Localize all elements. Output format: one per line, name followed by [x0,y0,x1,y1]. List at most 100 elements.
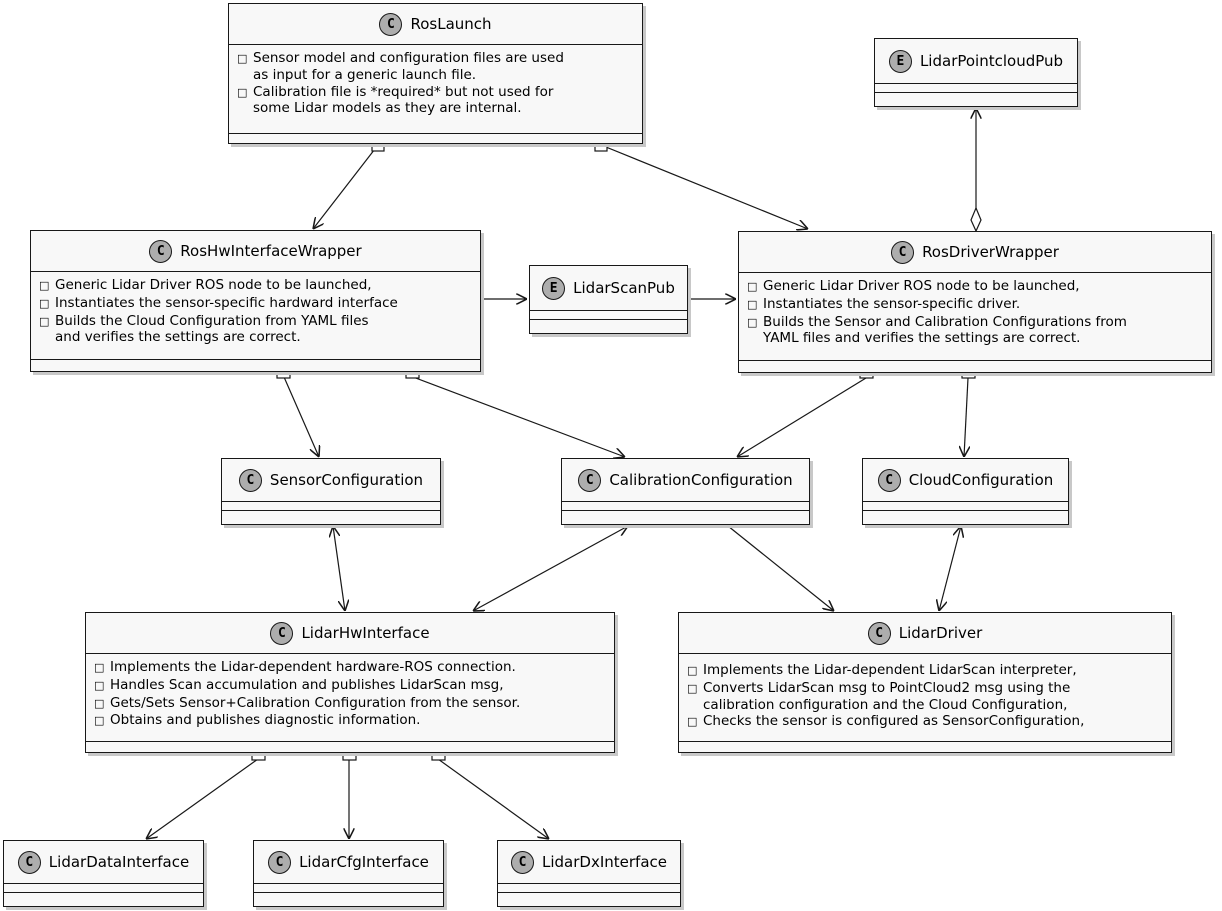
class-roslaunch: C RosLaunch Sensor model and configurati… [228,3,643,144]
empty-compartment [498,884,680,892]
class-name: CalibrationConfiguration [609,471,793,489]
note-text: Sensor model and configuration files are… [253,50,564,83]
empty-compartment [222,502,440,510]
separator [229,133,642,134]
separator [679,653,1171,654]
class-name: RosLaunch [410,15,492,33]
note-text: Handles Scan accumulation and publishes … [110,676,504,693]
note-text: Converts LidarScan msg to PointCloud2 ms… [703,679,1071,713]
class-lidarpointcloudpub: E LidarPointcloudPub [874,38,1078,107]
class-roshwinterfacewrapper: C RosHwInterfaceWrapper Generic Lidar Dr… [30,230,481,372]
checkbox-icon [94,695,110,713]
note-item: Implements the Lidar-dependent LidarScan… [687,662,1167,680]
note-item: Obtains and publishes diagnostic informa… [94,712,610,730]
separator [222,510,440,511]
class-lidarscanpub: E LidarScanPub [529,265,688,334]
note-item: Calibration file is *required* but not u… [237,84,638,118]
note-text: Calibration file is *required* but not u… [253,83,554,117]
empty-compartment [875,84,1077,92]
empty-compartment [530,311,687,319]
separator [4,892,203,893]
link-hwwrapper-calibcfg [412,376,625,457]
class-header: C CalibrationConfiguration [562,459,809,501]
class-lidarcfginterface: C LidarCfgInterface [253,840,444,907]
note-text: Obtains and publishes diagnostic informa… [110,712,421,729]
separator [679,741,1171,742]
stereotype-circle-icon: C [17,850,41,874]
separator [86,741,614,742]
empty-compartment [4,884,203,892]
separator [875,83,1077,84]
separator [86,653,614,654]
class-header: C LidarCfgInterface [254,841,443,883]
class-lidarhwinterface: C LidarHwInterface Implements the Lidar-… [85,612,615,753]
link-hwinterface-datainterface [146,758,259,839]
class-name: LidarCfgInterface [299,853,429,871]
class-header: E LidarPointcloudPub [875,39,1077,83]
class-notes: Implements the Lidar-dependent hardware-… [86,654,614,734]
note-text: Generic Lidar Driver ROS node to be laun… [763,278,1080,294]
separator [498,892,680,893]
checkbox-icon [94,712,110,730]
separator [254,892,443,893]
note-item: Checks the sensor is configured as Senso… [687,713,1167,731]
stereotype-circle-icon: C [891,240,915,264]
stereotype-circle-icon: C [270,621,294,645]
separator [562,501,809,502]
note-text: Instantiates the sensor-specific hardwar… [55,294,398,311]
note-item: Instantiates the sensor-specific hardwar… [39,295,476,313]
class-name: LidarDxInterface [542,853,667,871]
link-hwwrapper-sensorcfg [283,376,319,457]
class-header: C RosHwInterfaceWrapper [31,231,480,271]
class-calibrationconfiguration: C CalibrationConfiguration [561,458,810,525]
class-header: C CloudConfiguration [863,459,1068,501]
class-notes: Generic Lidar Driver ROS node to be laun… [31,272,480,350]
class-lidardxinterface: C LidarDxInterface [497,840,681,907]
class-rosdriverwrapper: C RosDriverWrapper Generic Lidar Driver … [738,231,1212,373]
note-text: Implements the Lidar-dependent LidarScan… [703,662,1077,678]
checkbox-icon [687,680,703,714]
stereotype-circle-icon: E [542,276,566,300]
class-notes: Generic Lidar Driver ROS node to be laun… [739,273,1211,351]
note-item: Builds the Sensor and Calibration Config… [747,314,1207,348]
link-driverwrapper-calibcfg [737,377,867,457]
stereotype-circle-icon: C [149,239,173,263]
class-lidardatainterface: C LidarDataInterface [3,840,204,907]
link-calibcfg-hwinterface [473,526,628,611]
link-roslaunch-driverwrapper [600,144,808,229]
class-name: LidarDataInterface [48,853,190,871]
class-header: E LidarScanPub [530,266,687,310]
link-driverwrapper-cloudcfg [964,377,968,457]
link-calibcfg-driver [727,525,834,611]
checkbox-icon [94,677,110,695]
separator [4,883,203,884]
class-header: C RosLaunch [229,4,642,44]
note-item: Converts LidarScan msg to PointCloud2 ms… [687,680,1167,714]
note-item: Sensor model and configuration files are… [237,50,638,84]
note-item: Instantiates the sensor-specific driver. [747,296,1207,314]
checkbox-icon [747,296,763,314]
checkbox-icon [237,50,253,84]
checkbox-icon [687,662,703,680]
separator [739,360,1211,361]
checkbox-icon [39,313,55,347]
stereotype-circle-icon: E [888,49,912,73]
class-name: LidarDriver [898,624,983,642]
separator [222,501,440,502]
separator [254,883,443,884]
aggregation-diamond [970,206,982,233]
class-name: LidarPointcloudPub [919,52,1064,70]
note-text: Generic Lidar Driver ROS node to be laun… [55,277,372,293]
checkbox-icon [747,278,763,296]
note-text: Builds the Sensor and Calibration Config… [763,313,1127,347]
checkbox-icon [94,659,110,677]
stereotype-circle-icon: C [268,850,292,874]
stereotype-circle-icon: C [867,621,891,645]
checkbox-icon [687,713,703,731]
class-cloudconfiguration: C CloudConfiguration [862,458,1069,525]
class-notes: Implements the Lidar-dependent LidarScan… [679,654,1171,735]
separator [31,271,480,272]
separator [562,510,809,511]
link-roslaunch-hwwrapper [313,144,379,229]
stereotype-circle-icon: C [511,850,534,874]
